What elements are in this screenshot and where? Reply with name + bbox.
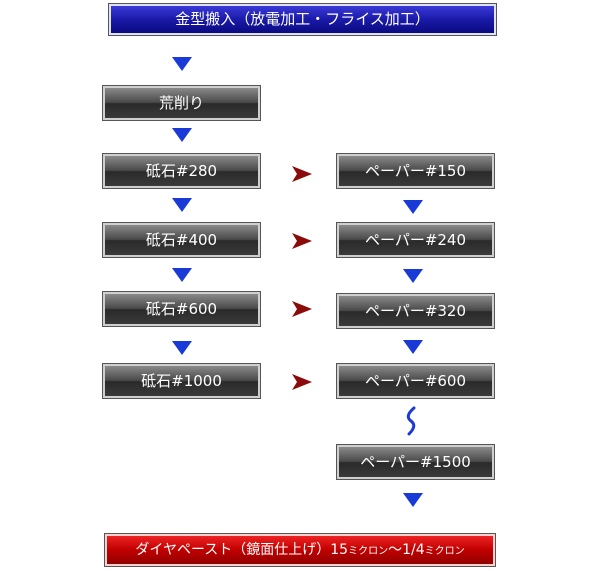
down-arrow-icon	[403, 340, 423, 354]
down-arrow-icon	[403, 493, 423, 507]
paper-text: ペーパー#150	[364, 162, 467, 180]
down-arrow-icon	[172, 198, 192, 212]
paper-text: ペーパー#320	[364, 302, 467, 320]
paper-text: ペーパー#1500	[360, 453, 471, 471]
stone-box-600: 砥石#600	[103, 292, 260, 326]
right-arrow-icon	[292, 233, 312, 249]
stone-text: 砥石#600	[145, 300, 218, 318]
stone-text: 砥石#280	[145, 162, 218, 180]
down-arrow-icon	[403, 200, 423, 214]
right-arrow-icon	[292, 166, 312, 182]
title-text: 金型搬入（放電加工・フライス加工）	[175, 10, 430, 28]
paper-box-1500: ペーパー#1500	[337, 445, 494, 479]
rough-box: 荒削り	[103, 86, 260, 120]
paper-text: ペーパー#240	[364, 231, 467, 249]
stone-text: 砥石#400	[145, 231, 218, 249]
paper-box-240: ペーパー#240	[337, 223, 494, 257]
paper-box-600: ペーパー#600	[337, 364, 494, 398]
paper-box-320: ペーパー#320	[337, 294, 494, 328]
stone-box-1000: 砥石#1000	[103, 364, 260, 398]
final-prefix: ダイヤペースト（鏡面仕上げ）15	[135, 542, 349, 558]
final-box: ダイヤペースト（鏡面仕上げ）15ミクロン〜1/4ミクロン	[105, 534, 495, 566]
wavy-connector-icon	[406, 406, 416, 436]
right-arrow-icon	[292, 301, 312, 317]
down-arrow-icon	[172, 268, 192, 282]
stone-box-280: 砥石#280	[103, 154, 260, 188]
down-arrow-icon	[172, 57, 192, 71]
rough-text: 荒削り	[158, 94, 204, 112]
right-arrow-icon	[292, 374, 312, 390]
down-arrow-icon	[403, 269, 423, 283]
down-arrow-icon	[172, 341, 192, 355]
final-middle: 〜1/4	[388, 542, 425, 558]
stone-text: 砥石#1000	[141, 372, 222, 390]
paper-text: ペーパー#600	[364, 372, 467, 390]
final-unit2: ミクロン	[424, 546, 465, 557]
paper-box-150: ペーパー#150	[337, 154, 494, 188]
title-box: 金型搬入（放電加工・フライス加工）	[109, 4, 496, 35]
final-unit1: ミクロン	[348, 546, 389, 557]
down-arrow-icon	[172, 128, 192, 142]
stone-box-400: 砥石#400	[103, 223, 260, 257]
